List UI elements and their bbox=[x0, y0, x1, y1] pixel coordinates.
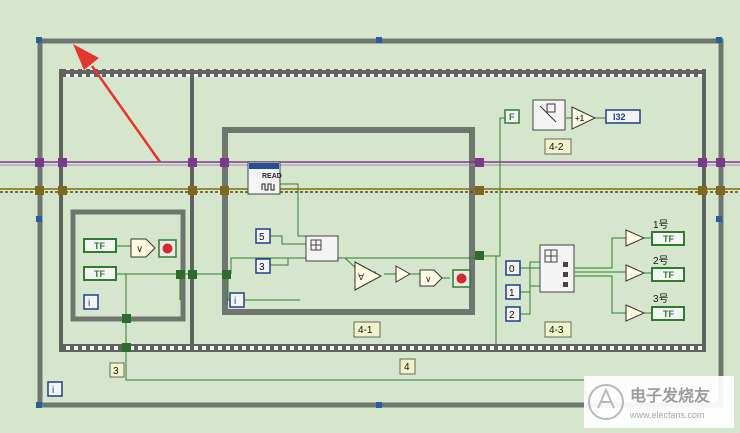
svg-text:4-2: 4-2 bbox=[549, 142, 564, 153]
svg-text:∀: ∀ bbox=[358, 272, 365, 282]
output-indicator-1: 1号 TF bbox=[652, 219, 684, 245]
frame-label-4-1: 4-1 bbox=[354, 322, 380, 337]
svg-text:i: i bbox=[52, 385, 54, 396]
svg-text:TF: TF bbox=[663, 309, 674, 319]
read-vi[interactable]: READ bbox=[248, 162, 282, 194]
and-array-function[interactable]: ∀ bbox=[355, 262, 381, 290]
numeric-constant-5[interactable]: 5 bbox=[256, 229, 270, 243]
numeric-constant-3[interactable]: 3 bbox=[256, 259, 270, 273]
index-array-function[interactable] bbox=[540, 245, 574, 292]
or-function[interactable]: ∨ bbox=[131, 239, 155, 257]
svg-text:4: 4 bbox=[404, 362, 410, 373]
svg-text:i: i bbox=[88, 298, 90, 309]
watermark-url: www.elecfans.com bbox=[629, 410, 705, 420]
output-indicator-2: 2号 TF bbox=[652, 255, 684, 281]
watermark-logo: 电子发烧友 www.elecfans.com bbox=[584, 376, 734, 428]
numeric-constant-2[interactable]: 2 bbox=[506, 307, 520, 321]
svg-text:1: 1 bbox=[509, 288, 515, 299]
stop-terminal-2[interactable] bbox=[453, 270, 470, 287]
svg-text:F: F bbox=[509, 112, 515, 122]
output-label-2: 2号 bbox=[653, 255, 669, 267]
svg-text:TF: TF bbox=[663, 270, 674, 280]
stop-terminal[interactable] bbox=[159, 240, 176, 257]
svg-text:3: 3 bbox=[113, 366, 119, 377]
outer-while-loop[interactable] bbox=[36, 37, 722, 408]
numeric-constant-0[interactable]: 0 bbox=[506, 261, 520, 275]
iteration-terminal-outer: i bbox=[48, 382, 62, 396]
frame-label-4: 4 bbox=[400, 359, 415, 374]
svg-text:4-1: 4-1 bbox=[358, 325, 373, 336]
svg-text:+1: +1 bbox=[575, 114, 585, 123]
read-label: READ bbox=[262, 173, 282, 180]
boolean-tunnels bbox=[122, 251, 484, 352]
output-indicator-3: 3号 TF bbox=[652, 293, 684, 320]
svg-text:TF: TF bbox=[663, 234, 674, 244]
refnum-wire bbox=[0, 162, 740, 165]
svg-text:∨: ∨ bbox=[136, 244, 143, 255]
tf-control-bottom[interactable]: TF bbox=[84, 267, 116, 280]
frame-label-4-3: 4-3 bbox=[545, 322, 571, 337]
tf-label: TF bbox=[94, 269, 105, 279]
watermark-text: 电子发烧友 bbox=[630, 386, 711, 405]
svg-text:2: 2 bbox=[509, 310, 515, 321]
output-label-1: 1号 bbox=[653, 219, 669, 231]
tf-label: TF bbox=[94, 241, 105, 251]
not-function-out-1[interactable] bbox=[626, 230, 644, 246]
tf-control-top[interactable]: TF bbox=[84, 239, 116, 252]
annotation-arrow bbox=[73, 44, 160, 162]
or-function-2[interactable]: ∨ bbox=[420, 270, 442, 286]
iteration-terminal-2: i bbox=[230, 293, 244, 307]
svg-text:5: 5 bbox=[259, 232, 265, 243]
frame-label-4-2: 4-2 bbox=[545, 139, 571, 154]
increment-function[interactable]: +1 bbox=[572, 107, 595, 129]
not-function-out-3[interactable] bbox=[626, 305, 644, 321]
svg-text:4-3: 4-3 bbox=[549, 325, 564, 336]
not-function[interactable] bbox=[396, 266, 410, 282]
output-label-3: 3号 bbox=[653, 293, 669, 305]
select-function[interactable] bbox=[533, 100, 565, 130]
numeric-constant-1[interactable]: 1 bbox=[506, 285, 520, 299]
watermark: 电子发烧友 www.elecfans.com bbox=[584, 376, 734, 428]
array-subset-function[interactable] bbox=[306, 236, 338, 261]
numeric-constant-3-outer[interactable]: 3 bbox=[110, 363, 124, 377]
error-wire bbox=[0, 189, 740, 192]
svg-text:0: 0 bbox=[509, 264, 515, 275]
iteration-terminal: i bbox=[84, 295, 98, 309]
svg-text:3: 3 bbox=[259, 262, 265, 273]
svg-text:i: i bbox=[234, 296, 236, 307]
i32-indicator: I32 bbox=[606, 110, 640, 123]
false-constant[interactable]: F bbox=[505, 110, 519, 123]
svg-text:∨: ∨ bbox=[425, 274, 432, 284]
not-function-out-2[interactable] bbox=[626, 265, 644, 281]
svg-text:I32: I32 bbox=[613, 112, 626, 122]
